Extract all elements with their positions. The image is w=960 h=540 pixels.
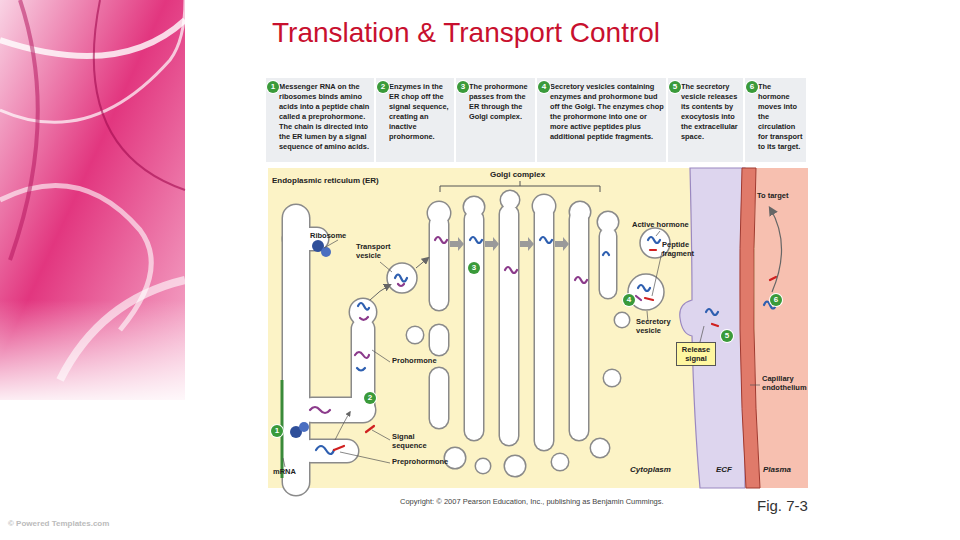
node-text: Messenger RNA on the ribosomes binds ami…: [279, 82, 372, 152]
part-label: Endoplasmic reticulum (ER): [272, 176, 379, 185]
callout-number: 2: [377, 81, 389, 93]
part-label: Secretory vesicle: [636, 318, 678, 335]
part-label: Active hormone: [632, 221, 689, 230]
step-box: Enzymes in the ER chop off the signal se…: [376, 78, 456, 162]
node-text: The hormone moves into the circulation f…: [758, 82, 804, 152]
callout-number: 1: [271, 425, 283, 437]
step-box: The prohormone passes from the ER throug…: [456, 78, 537, 162]
part-label: ECF: [716, 465, 732, 474]
callout-number: 4: [538, 81, 550, 93]
slide-title: Translation & Transport Control: [272, 17, 660, 49]
step-box: Messenger RNA on the ribosomes binds ami…: [266, 78, 376, 162]
node-text: The prohormone passes from the ER throug…: [469, 82, 533, 122]
part-label: mRNA: [273, 468, 296, 477]
node-text: Release signal: [678, 345, 714, 363]
part-label: Prohormone: [392, 357, 437, 366]
callout-number: 3: [468, 262, 480, 274]
decoration: [0, 0, 185, 410]
part-label: Transport vesicle: [356, 243, 398, 260]
part-label: Ribosome: [310, 232, 346, 241]
signal-box: Release signal: [676, 342, 716, 366]
step-box: Secretory vesicles containing enzymes an…: [537, 78, 668, 162]
callout-number: 6: [746, 81, 758, 93]
part-label: Capillary endothelium: [762, 375, 807, 392]
node-text: Enzymes in the ER chop off the signal se…: [389, 82, 452, 142]
node-text: Secretory vesicles containing enzymes an…: [550, 82, 664, 142]
callout-number: 5: [669, 81, 681, 93]
callout-number: 4: [623, 294, 635, 306]
part-label: © Powered Templates.com: [8, 519, 109, 528]
part-label: Cytoplasm: [630, 465, 671, 474]
part-label: Copyright: © 2007 Pearson Education, Inc…: [400, 498, 664, 507]
part-label: Preprohormone: [392, 458, 448, 467]
node-text: The secretory vesicle releases its conte…: [681, 82, 741, 142]
part-label: Peptide fragment: [662, 241, 702, 258]
part-label: Plasma: [763, 465, 791, 474]
callout-number: 2: [364, 392, 376, 404]
callout-number: 3: [457, 81, 469, 93]
part-label: Fig. 7-3: [757, 497, 808, 514]
part-label: To target: [757, 192, 789, 201]
callout-number: 5: [721, 330, 733, 342]
part-label: Signal sequence: [392, 433, 432, 450]
part-label: Golgi complex: [490, 170, 545, 179]
callout-number: 1: [267, 81, 279, 93]
callout-number: 6: [770, 294, 782, 306]
